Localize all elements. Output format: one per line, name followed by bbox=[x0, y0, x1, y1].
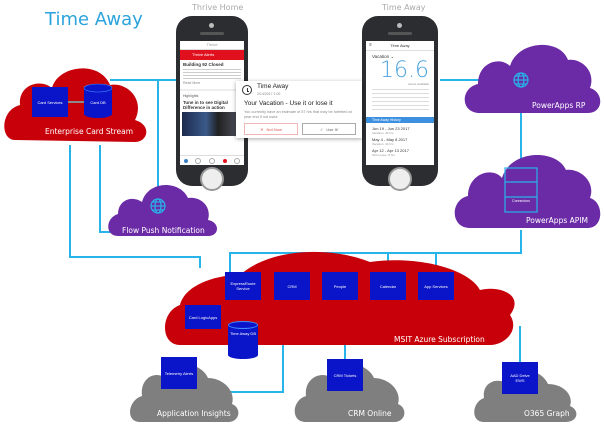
phone-camera bbox=[209, 23, 214, 28]
timeaway-history-list: Jun 19 - Jun 23 2017 Vacation: 40 hrs Ma… bbox=[366, 123, 434, 157]
history-sub: Vacation: 40 hrs bbox=[372, 131, 394, 135]
db-card bbox=[83, 83, 113, 118]
thrive-card1-body bbox=[183, 69, 241, 79]
timeaway-big-number: 16.6 bbox=[380, 58, 429, 83]
globe-icon bbox=[150, 198, 166, 214]
notification-card: Time Away 2/14/2017 1:00 Your Vacation -… bbox=[236, 81, 362, 138]
diagram-title: Time Away bbox=[45, 9, 143, 30]
label-powerapps-apim: PowerApps APIM bbox=[526, 216, 588, 225]
notification-app-name: Time Away bbox=[257, 83, 289, 90]
timeaway-big-caption: Hours Available bbox=[408, 82, 429, 86]
menu-icon[interactable]: ≡ bbox=[369, 42, 372, 48]
timeaway-header-title: Time Away bbox=[390, 43, 410, 48]
notification-date: 2/14/2017 1:00 bbox=[257, 92, 281, 96]
box-crm-tickets: CRM Tickets bbox=[327, 359, 363, 391]
history-sub: Vacation: 40 hrs bbox=[372, 142, 394, 146]
label-application-insights: Application Insights bbox=[157, 409, 231, 418]
label-msit-azure: MSIT Azure Subscription bbox=[394, 335, 485, 344]
connectors-stack bbox=[504, 167, 538, 213]
thrive-card1-readmore[interactable]: Read More bbox=[183, 81, 201, 85]
thrive-card2-header: Highlights bbox=[180, 89, 244, 98]
phone-camera bbox=[397, 23, 402, 28]
box-card-services-label: Card Services bbox=[37, 99, 63, 105]
box-telemetry-alerts: Telemetry Alerts bbox=[161, 357, 197, 389]
phone-speaker bbox=[388, 32, 412, 35]
box-crm: CRM bbox=[274, 272, 310, 300]
history-dates: Apr 12 - Apr 13 2017 bbox=[372, 148, 409, 153]
timeaway-section-bar: Time Away History bbox=[366, 117, 434, 123]
clock-icon bbox=[242, 85, 252, 95]
db-card-label: Card DB bbox=[90, 99, 106, 105]
history-item[interactable]: Apr 12 - Apr 13 2017 Sick Leave: 8 hrs bbox=[372, 148, 434, 157]
label-crm-online: CRM Online bbox=[348, 409, 392, 418]
check-icon: ✓ bbox=[320, 126, 324, 132]
caption-time-away: Time Away bbox=[382, 3, 426, 12]
phone-home-button[interactable] bbox=[200, 167, 224, 191]
phone-time-away: ≡ Time Away Vacation ⌄ 16.6 Hours Availa… bbox=[362, 16, 438, 191]
box-app-services: App Services bbox=[418, 272, 454, 300]
caption-thrive-home: Thrive Home bbox=[192, 3, 244, 12]
notification-headline: Your Vacation - Use it or lose it bbox=[244, 100, 333, 107]
label-enterprise-card-stream: Enterprise Card Stream bbox=[45, 127, 134, 136]
phone-home-button[interactable] bbox=[388, 167, 412, 191]
tab-icon[interactable] bbox=[234, 157, 241, 164]
tab-home-icon[interactable] bbox=[183, 158, 188, 163]
box-expressroute-service: ExpressRoute Service bbox=[225, 272, 261, 300]
phone-speaker bbox=[200, 32, 224, 35]
box-people: People bbox=[322, 272, 358, 300]
cloud-o365-graph bbox=[474, 370, 577, 422]
timeaway-dropdown[interactable]: Vacation ⌄ bbox=[372, 54, 395, 59]
history-dates: Jun 19 - Jun 23 2017 bbox=[372, 126, 410, 131]
not-now-label: Not Now bbox=[266, 126, 282, 132]
tab-icon[interactable] bbox=[208, 157, 215, 164]
box-card-services bbox=[32, 87, 68, 117]
history-dates: May 4 - May 8 2017 bbox=[372, 137, 408, 142]
use-it-button[interactable]: ✓Use It! bbox=[302, 123, 356, 135]
db-time-away: Time Away DB bbox=[228, 321, 258, 359]
notification-body: You currently have an estimate of 57 hrs… bbox=[244, 110, 352, 119]
timeaway-header: ≡ Time Away bbox=[366, 41, 434, 51]
thrive-alert-header: Thrive Alerts bbox=[180, 50, 244, 60]
cloud-application-insights bbox=[130, 364, 239, 422]
cloud-powerapps-rp bbox=[464, 44, 601, 113]
thrive-topbar: Thrive bbox=[180, 41, 244, 50]
globe-icon bbox=[513, 72, 529, 88]
line-enterprise-to-azure bbox=[69, 145, 201, 268]
thrive-card2-title: Tune in to see Digital Difference in act… bbox=[183, 100, 228, 110]
history-item[interactable]: Jun 19 - Jun 23 2017 Vacation: 40 hrs bbox=[372, 126, 434, 135]
timeaway-dropdown-value: Vacation bbox=[372, 54, 390, 59]
cloud-flow-push-notification bbox=[108, 184, 217, 236]
thrive-screen: Thrive Thrive Alerts Building 92 Closed … bbox=[180, 41, 244, 165]
label-o365-graph: O365 Graph bbox=[524, 409, 570, 418]
cloud-powerapps-apim bbox=[454, 155, 601, 228]
box-card-logicapps: Card LogicApps bbox=[185, 305, 221, 329]
timeaway-balance-rows bbox=[372, 89, 429, 111]
close-icon: ✕ bbox=[260, 126, 264, 132]
cloud-enterprise-card-stream bbox=[4, 68, 147, 142]
timeaway-screen: ≡ Time Away Vacation ⌄ 16.6 Hours Availa… bbox=[366, 41, 434, 165]
history-item[interactable]: May 4 - May 8 2017 Vacation: 40 hrs bbox=[372, 137, 434, 146]
use-it-label: Use It! bbox=[326, 126, 338, 132]
thrive-card1-title: Building 92 Closed bbox=[183, 62, 224, 67]
not-now-button[interactable]: ✕Not Now bbox=[244, 123, 298, 135]
connectors-label: Connectors bbox=[512, 199, 530, 203]
thrive-card2-image bbox=[182, 112, 242, 136]
line-apim-to-azure bbox=[229, 230, 522, 272]
cloud-crm-online bbox=[294, 364, 405, 422]
tab-icon[interactable] bbox=[195, 157, 202, 164]
history-sub: Sick Leave: 8 hrs bbox=[372, 153, 396, 157]
box-aad-delve-ews: AAD Delve EWS bbox=[502, 362, 538, 394]
tab-alerts-icon[interactable] bbox=[222, 158, 227, 163]
box-calendar: Calendar bbox=[370, 272, 406, 300]
label-powerapps-rp: PowerApps RP bbox=[532, 101, 586, 110]
db-time-away-label: Time Away DB bbox=[229, 331, 256, 336]
thrive-tabbar bbox=[180, 155, 244, 165]
label-flow-push-notification: Flow Push Notification bbox=[122, 226, 205, 235]
